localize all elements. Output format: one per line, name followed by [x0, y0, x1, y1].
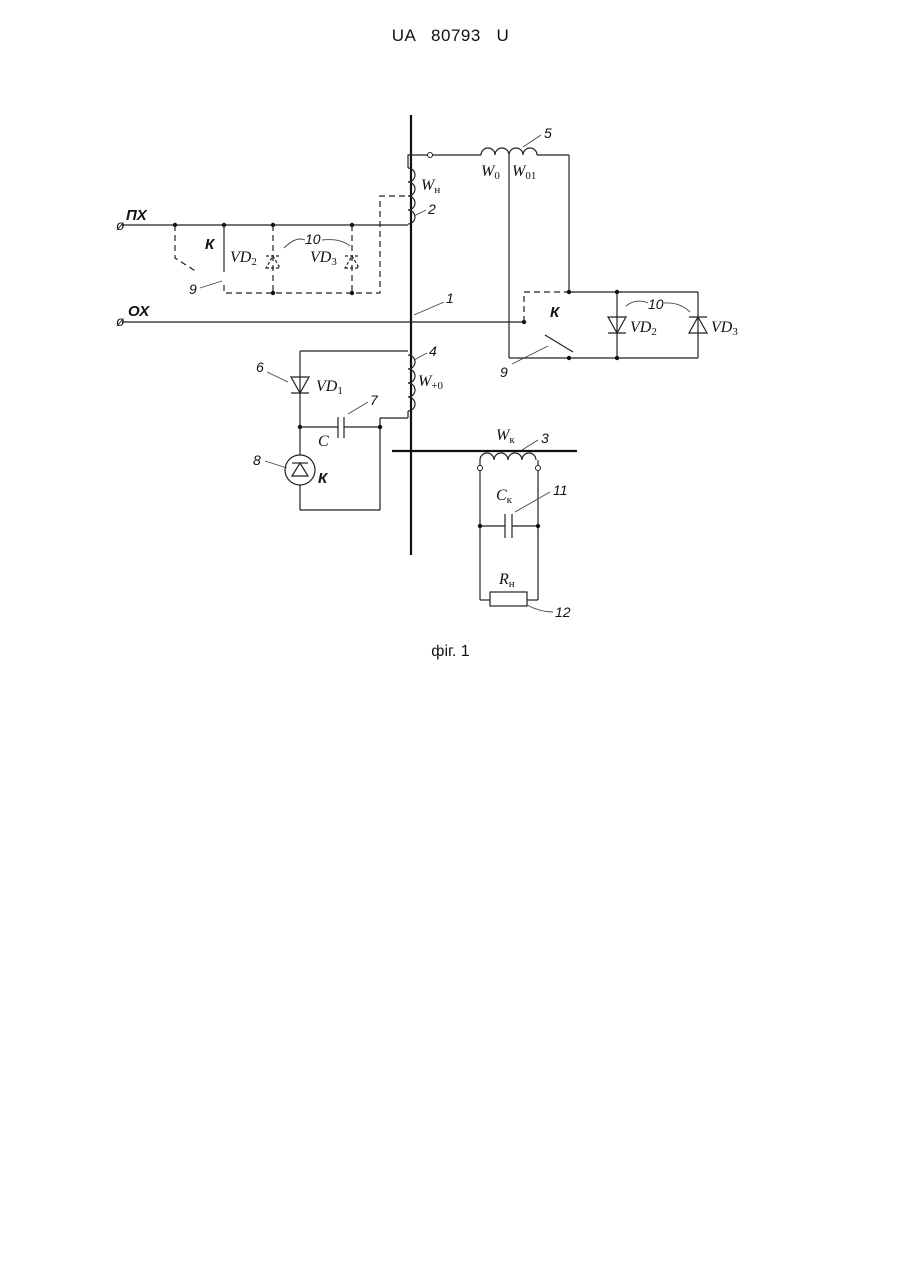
vd1-diode [267, 351, 309, 427]
winding-k-label: Wк [496, 427, 515, 446]
left-vd2-label: VD2 [230, 249, 257, 268]
winding-n-number: 2 [427, 201, 436, 217]
winding-plus0-number: 4 [429, 343, 437, 359]
right-vd2-label: VD2 [630, 319, 657, 338]
capacitor-c-label: C [318, 433, 329, 450]
capacitor-ck-number: 11 [553, 482, 568, 498]
resistor-rn-label: Rн [498, 571, 515, 590]
left-switch-label: К [205, 236, 216, 253]
winding-w01-label: W01 [512, 163, 536, 182]
right-vd3-diode [689, 292, 707, 358]
capacitor-c [300, 402, 408, 510]
right-diodes-number: 10 [648, 296, 664, 312]
core-number: 1 [446, 290, 454, 306]
photo-k-label: К [318, 470, 329, 487]
winding-k-number: 3 [541, 430, 549, 446]
capacitor-ck [480, 492, 550, 538]
output-terminal-label: ОХ [128, 303, 150, 320]
right-switch-number: 9 [500, 364, 508, 380]
photo-k-number: 8 [253, 452, 261, 468]
output-terminal-symbol: ø [116, 313, 125, 329]
winding-k [478, 440, 541, 600]
winding-5-number: 5 [544, 125, 552, 141]
winding-w0-label: W0 [481, 163, 500, 182]
left-vd2-diode [266, 225, 280, 293]
capacitor-ck-label: Cк [496, 487, 513, 506]
left-switch-number: 9 [189, 281, 197, 297]
right-switch-label: К [550, 304, 561, 321]
resistor-rn [480, 592, 553, 612]
resistor-rn-number: 12 [555, 604, 571, 620]
right-vd2-diode [608, 292, 626, 358]
figure-caption: фіг. 1 [0, 643, 901, 661]
capacitor-c-number: 7 [370, 392, 379, 408]
right-vd3-label: VD3 [711, 319, 738, 338]
vd1-number: 6 [256, 359, 264, 375]
left-vd3-diode [345, 225, 359, 293]
input-terminal-label: ПХ [126, 207, 148, 224]
winding-n-label: Wн [421, 177, 440, 196]
winding-plus0-label: W+0 [418, 373, 444, 392]
left-vd3-label: VD3 [310, 249, 337, 268]
vd1-label: VD1 [316, 378, 343, 397]
left-diodes-number: 10 [305, 231, 321, 247]
